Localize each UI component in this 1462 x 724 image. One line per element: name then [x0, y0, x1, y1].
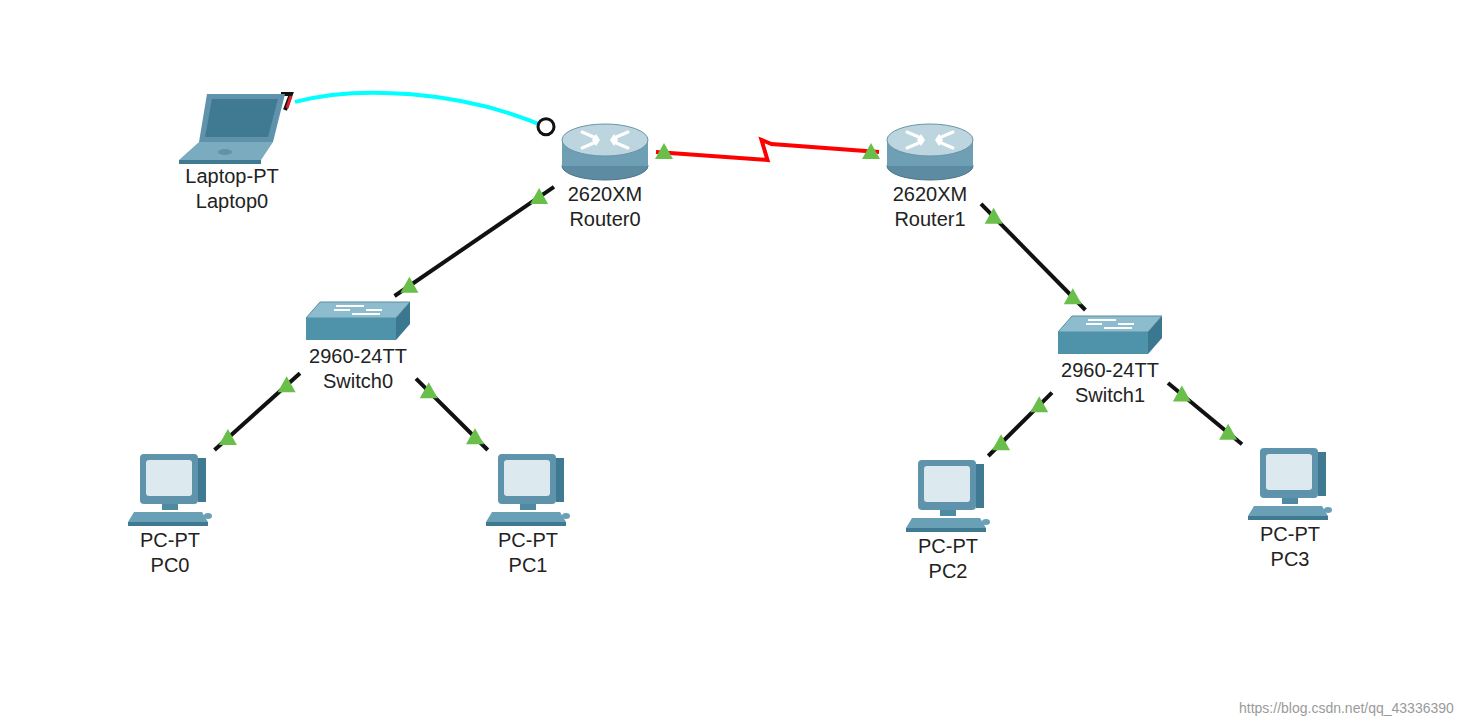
link-light [1030, 396, 1048, 412]
link-light [1219, 424, 1237, 440]
device-model: PC-PT [486, 528, 570, 553]
device-name: Router1 [885, 207, 975, 232]
router-device: 2620XMRouter1 [881, 122, 979, 232]
watermark: https://blog.csdn.net/qq_43336390 [1239, 700, 1454, 716]
device-model: Laptop-PT [177, 164, 287, 189]
laptop-icon [177, 92, 287, 164]
link-light [420, 382, 438, 398]
device-model: PC-PT [906, 534, 990, 559]
link-light [400, 277, 418, 293]
laptop-device: Laptop-PTLaptop0 [173, 92, 291, 214]
ethernet-link [988, 393, 1052, 456]
pc-device: PC-PTPC2 [902, 458, 994, 584]
link-light [1064, 288, 1082, 304]
pc-icon [906, 458, 990, 534]
pc-icon [486, 452, 570, 528]
switch-device: 2960-24TTSwitch0 [302, 298, 414, 394]
router-device: 2620XMRouter0 [556, 122, 654, 232]
console-port [538, 119, 554, 135]
switch-icon [1058, 312, 1162, 358]
device-model: 2960-24TT [306, 344, 410, 369]
link-light [862, 143, 880, 159]
console-cable [295, 93, 550, 129]
ethernet-link [395, 187, 554, 296]
router-icon [885, 122, 975, 182]
device-model: 2620XM [560, 182, 650, 207]
ethernet-link [1168, 383, 1242, 444]
link-light [530, 188, 548, 204]
ethernet-link [416, 379, 488, 450]
device-name: Router0 [560, 207, 650, 232]
device-name: Laptop0 [177, 189, 287, 214]
console-port [287, 96, 291, 108]
link-light [219, 429, 237, 445]
ethernet-link [214, 373, 300, 450]
device-name: Switch1 [1058, 383, 1162, 408]
device-name: PC2 [906, 559, 990, 584]
link-light [992, 434, 1010, 450]
link-light [466, 428, 484, 444]
link-light [278, 376, 296, 392]
pc-device: PC-PTPC1 [482, 452, 574, 578]
device-model: PC-PT [128, 528, 212, 553]
link-light [655, 143, 673, 159]
device-model: PC-PT [1248, 522, 1332, 547]
ethernet-link [981, 204, 1085, 310]
device-model: 2960-24TT [1058, 358, 1162, 383]
link-light [1173, 385, 1191, 401]
device-name: PC0 [128, 553, 212, 578]
serial-link [656, 140, 879, 160]
pc-device: PC-PTPC3 [1244, 446, 1336, 572]
pc-icon [1248, 446, 1332, 522]
device-model: 2620XM [885, 182, 975, 207]
device-name: PC3 [1248, 547, 1332, 572]
device-name: PC1 [486, 553, 570, 578]
switch-device: 2960-24TTSwitch1 [1054, 312, 1166, 408]
pc-device: PC-PTPC0 [124, 452, 216, 578]
switch-icon [306, 298, 410, 344]
router-icon [560, 122, 650, 182]
link-light [985, 208, 1003, 224]
device-name: Switch0 [306, 369, 410, 394]
pc-icon [128, 452, 212, 528]
